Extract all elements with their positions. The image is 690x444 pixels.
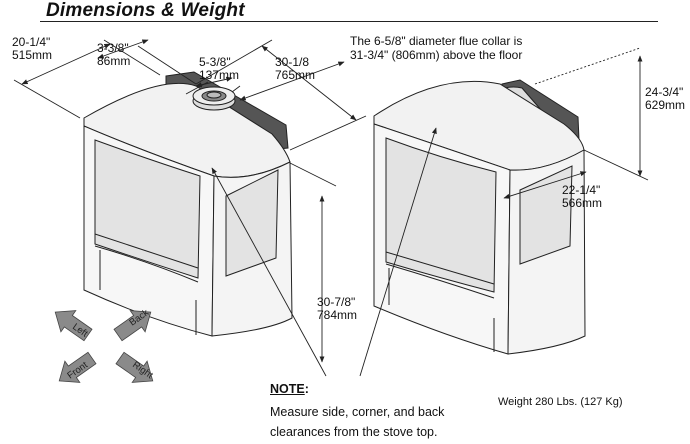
overall-depth-label: 20-1/4" 515mm	[12, 36, 52, 62]
side-depth-metric: 566mm	[562, 196, 603, 210]
leg-height-label: 30-7/8" 784mm	[317, 296, 357, 322]
note-title: NOTE:	[270, 382, 309, 396]
flue-note-line-2: 31-3/4" (806mm) above the floor	[350, 48, 523, 62]
overall-depth-imperial: 20-1/4"	[12, 35, 51, 49]
overall-depth-metric: 515mm	[12, 48, 53, 62]
note-line-1: Measure side, corner, and back	[270, 405, 445, 419]
arrow-right	[115, 351, 154, 383]
stove-rear-view	[373, 79, 586, 355]
rear-height-imperial: 24-3/4"	[645, 85, 684, 99]
flue-note-line-1: The 6-5/8" diameter flue collar is	[350, 34, 523, 48]
flue-note: The 6-5/8" diameter flue collar is 31-3/…	[350, 34, 522, 62]
overall-width-label: 30-1/8 765mm	[275, 56, 315, 82]
flue-offset-label: 3-3/8" 86mm	[97, 42, 130, 68]
rear-height-label: 24-3/4" 629mm	[645, 86, 685, 112]
leg-height-metric: 784mm	[317, 308, 358, 322]
flue-offset-metric: 86mm	[97, 54, 131, 68]
arrow-front	[58, 351, 97, 383]
note-body: Measure side, corner, and back clearance…	[270, 402, 444, 442]
flue-collar-imperial: 5-3/8"	[199, 55, 231, 69]
arrow-back	[113, 310, 152, 342]
leg-height-imperial: 30-7/8"	[317, 295, 356, 309]
dimension-lines	[13, 39, 649, 377]
flue-offset-imperial: 3-3/8"	[97, 41, 129, 55]
note-title-word: NOTE	[270, 382, 305, 396]
overall-width-imperial: 30-1/8	[275, 55, 310, 69]
rear-height-metric: 629mm	[645, 98, 686, 112]
direction-compass: Left Back Front Right	[54, 307, 155, 383]
flue-collar-label: 5-3/8" 137mm	[199, 56, 239, 82]
overall-width-metric: 765mm	[275, 68, 316, 82]
flue-collar-metric: 137mm	[199, 68, 240, 82]
title-underline	[40, 21, 658, 22]
note-line-2: clearances from the stove top.	[270, 425, 438, 439]
side-depth-imperial: 22-1/4"	[562, 183, 601, 197]
side-depth-label: 22-1/4" 566mm	[562, 184, 602, 210]
arrow-left	[54, 310, 93, 342]
weight-label: Weight 280 Lbs. (127 Kg)	[498, 396, 623, 408]
stove-front-view	[83, 71, 293, 337]
note-title-colon: :	[304, 382, 309, 396]
page-title: Dimensions & Weight	[46, 0, 245, 21]
